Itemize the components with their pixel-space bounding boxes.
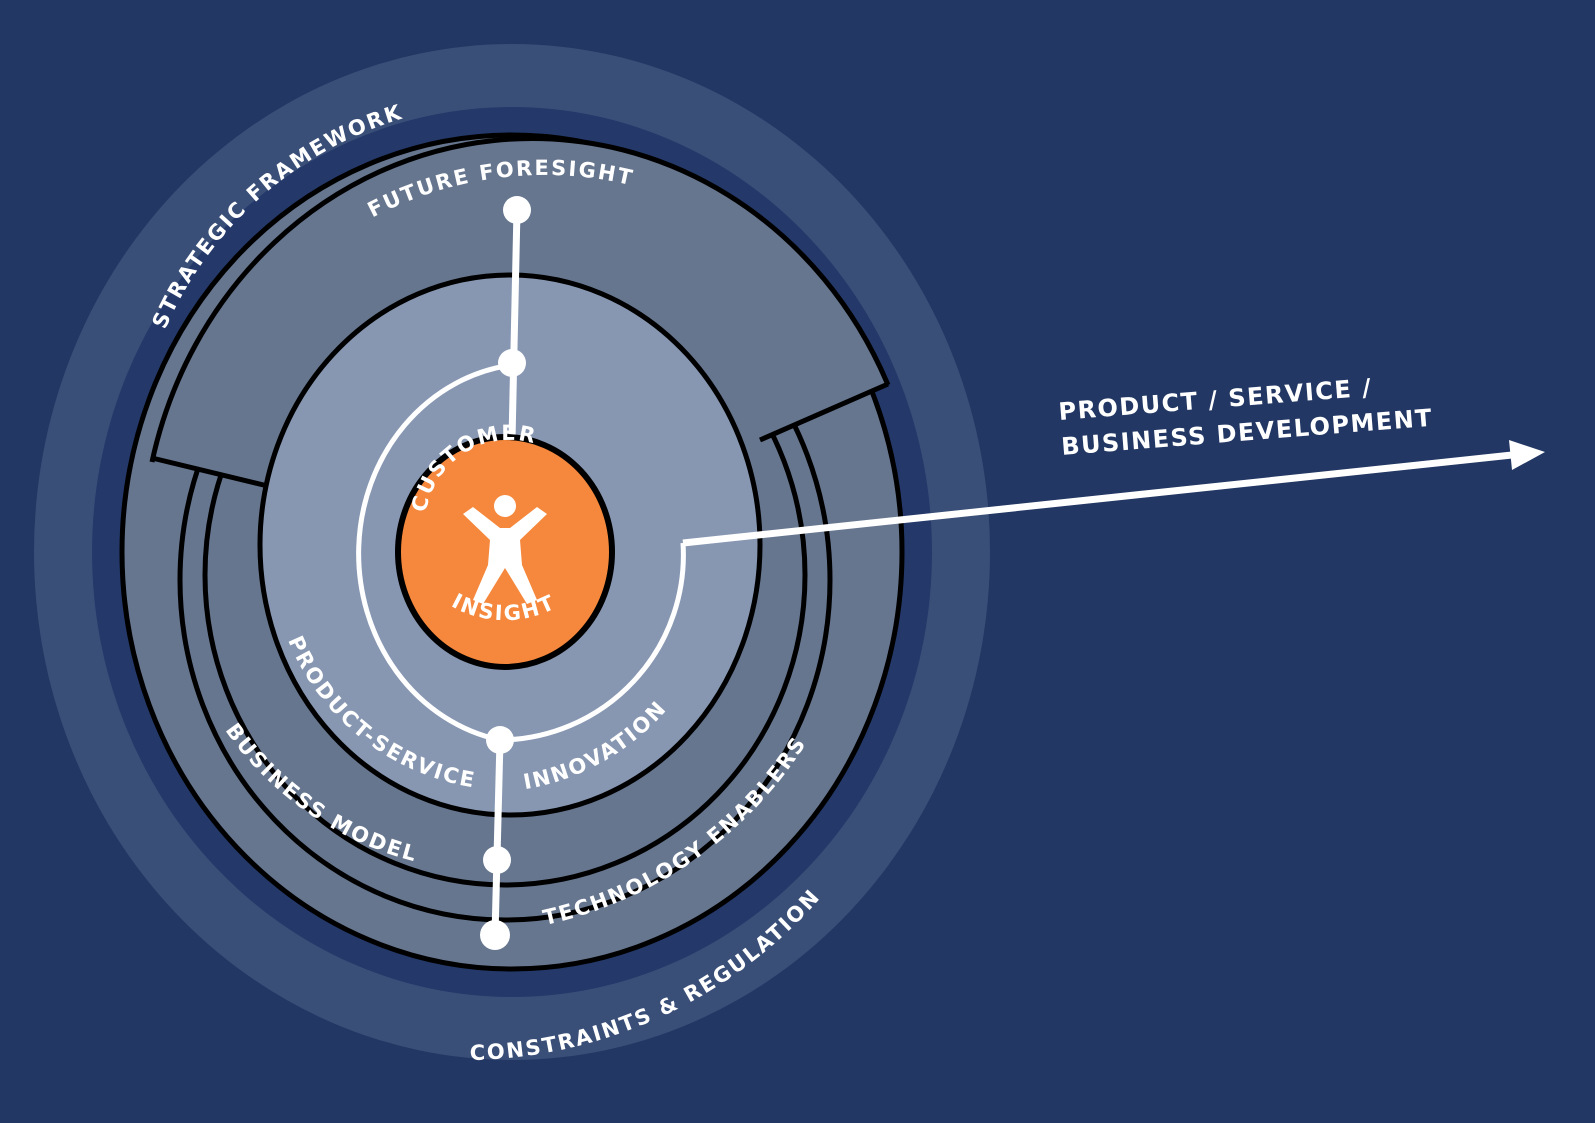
node-constraints [480, 920, 510, 950]
zone-divider-right [758, 381, 890, 443]
vertical-connector-bottom [491, 739, 504, 936]
future-foresight-arc [149, 136, 891, 463]
vertical-connector-top [508, 209, 521, 441]
person-icon [463, 495, 547, 604]
node-future-foresight [503, 196, 531, 224]
node-innovation-top [498, 349, 526, 377]
node-business-model [483, 846, 511, 874]
node-innovation-bottom [486, 726, 514, 754]
innovation-loop-line [356, 362, 686, 743]
zone-divider-left [151, 455, 273, 490]
development-arrow-line [682, 451, 1513, 547]
arrow-right-icon [1509, 440, 1545, 470]
